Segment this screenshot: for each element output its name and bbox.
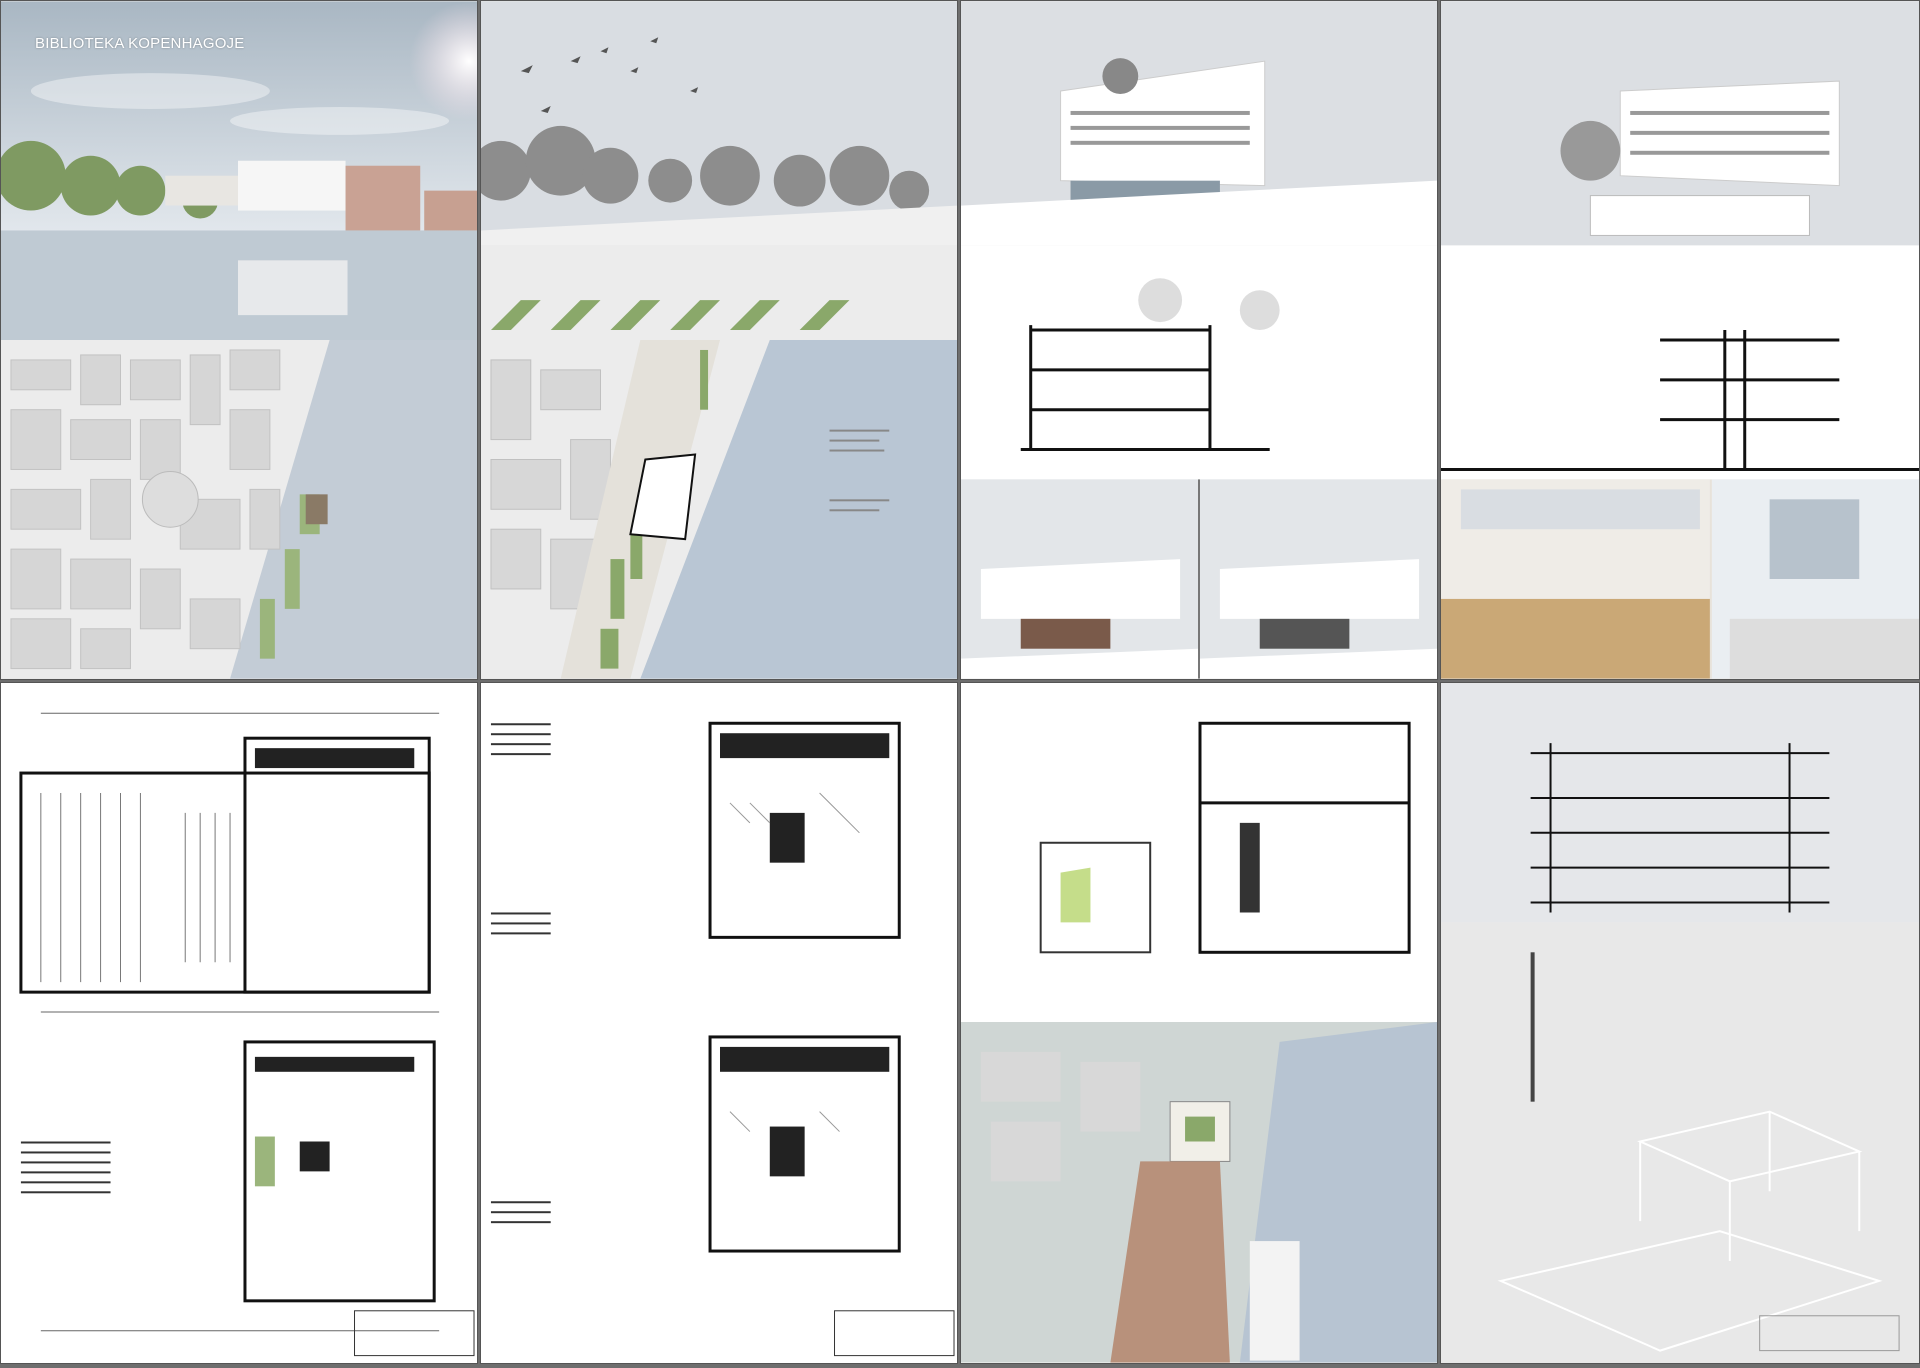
panel-upper-floor-plans <box>480 682 958 1364</box>
details-aerial <box>961 721 1437 1363</box>
landscape-masterplan <box>481 1 957 679</box>
floor-plans-b <box>490 721 955 1357</box>
elevations-sections <box>961 1 1437 679</box>
panel-elevations-sections <box>960 0 1438 680</box>
panel-landscape-masterplan <box>480 0 958 680</box>
perspective-render <box>1 1 477 679</box>
panel-details-aerial <box>960 682 1438 1364</box>
floor-plans-a <box>19 712 475 1357</box>
elevation-section-interiors <box>1441 1 1919 679</box>
panel-perspective-site-plan: BIBLIOTEKA KOPENHAGOJE <box>0 0 478 680</box>
board-title: BIBLIOTEKA KOPENHAGOJE <box>35 35 245 52</box>
structural-section-axonometry <box>1441 683 1919 1363</box>
panel-structural-section-axonometry <box>1440 682 1920 1364</box>
panel-elevation-section-interiors <box>1440 0 1920 680</box>
panel-ground-floor-plans <box>0 682 478 1364</box>
